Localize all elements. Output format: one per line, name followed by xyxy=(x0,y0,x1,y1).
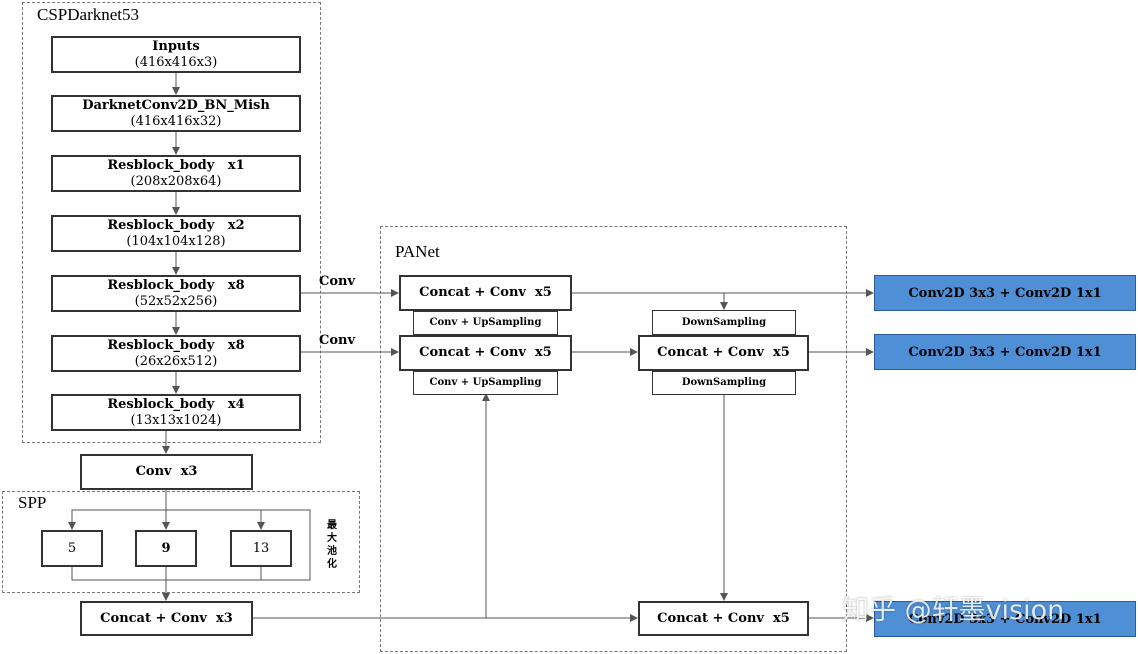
resblock-x1-label: Resblock_body x1 xyxy=(107,157,245,173)
conv-x3-block: Conv x3 xyxy=(80,454,253,490)
resblock-x4-shape: (13x13x1024) xyxy=(130,412,222,428)
panet-concat-mid-right: Concat + Conv x5 xyxy=(638,335,809,371)
resblock-x8-b-label: Resblock_body x8 xyxy=(107,337,245,353)
downsampling-top-label: DownSampling xyxy=(681,316,767,328)
panet-concat-top-label: Concat + Conv x5 xyxy=(419,285,552,300)
spp-group xyxy=(2,491,360,593)
zhihu-watermark: 知乎 @轩墨vision xyxy=(842,595,1065,626)
resblock-x8-a-block: Resblock_body x8 (52x52x256) xyxy=(51,275,301,312)
downsampling-bottom-label: DownSampling xyxy=(681,377,767,388)
spp-concat-block: Concat + Conv x3 xyxy=(80,601,253,636)
inputs-block: Inputs (416x416x3) xyxy=(51,36,301,73)
upsampling-bottom-block: Conv + UpSampling xyxy=(413,371,558,395)
maxpool-13-label: 13 xyxy=(252,540,270,556)
inputs-label: Inputs xyxy=(152,38,200,54)
conv-edge-label-mid: Conv xyxy=(319,333,356,348)
maxpool-9-block: 9 xyxy=(135,530,197,567)
resblock-x8-b-shape: (26x26x512) xyxy=(134,353,218,369)
resblock-x2-label: Resblock_body x2 xyxy=(107,217,245,233)
maxpool-9-label: 9 xyxy=(161,540,171,556)
yolo-head-1: Conv2D 3x3 + Conv2D 1x1 xyxy=(874,275,1136,311)
darknetconv-block: DarknetConv2D_BN_Mish (416x416x32) xyxy=(51,95,301,132)
upsampling-top-block: Conv + UpSampling xyxy=(413,311,558,335)
resblock-x2-shape: (104x104x128) xyxy=(126,233,226,249)
max-pooling-side-label: 最 大 池 化 xyxy=(325,519,339,571)
darknetconv-label: DarknetConv2D_BN_Mish xyxy=(82,97,270,113)
downsampling-bottom-block: DownSampling xyxy=(652,371,796,395)
panet-concat-top: Concat + Conv x5 xyxy=(399,275,572,311)
upsampling-top-label: Conv + UpSampling xyxy=(429,317,542,328)
panet-concat-mid-label: Concat + Conv x5 xyxy=(419,345,552,360)
maxpool-5-block: 5 xyxy=(41,530,103,567)
resblock-x8-b-block: Resblock_body x8 (26x26x512) xyxy=(51,335,301,372)
max-pooling-char-4: 化 xyxy=(327,559,337,570)
wire-spp-bypass xyxy=(261,509,311,581)
cspdarknet53-title: CSPDarknet53 xyxy=(37,5,139,24)
resblock-x2-block: Resblock_body x2 (104x104x128) xyxy=(51,215,301,252)
panet-concat-mid-right-label: Concat + Conv x5 xyxy=(657,345,790,360)
resblock-x8-a-label: Resblock_body x8 xyxy=(107,277,245,293)
yolo-head-2: Conv2D 3x3 + Conv2D 1x1 xyxy=(874,334,1136,370)
yolo-head-3: Conv2D 3x3 + Conv2D 1x1 xyxy=(874,601,1136,637)
conv-x3-label: Conv x3 xyxy=(135,464,198,479)
spp-title: SPP xyxy=(18,493,47,512)
resblock-x1-shape: (208x208x64) xyxy=(130,173,222,189)
panet-concat-bottom-label: Concat + Conv x5 xyxy=(657,610,790,626)
downsampling-top-block: DownSampling xyxy=(652,310,796,335)
maxpool-5-label: 5 xyxy=(67,540,77,556)
resblock-x8-a-shape: (52x52x256) xyxy=(134,293,218,309)
resblock-x4-block: Resblock_body x4 (13x13x1024) xyxy=(51,394,301,431)
panet-group xyxy=(380,226,847,652)
conv-edge-label-top: Conv xyxy=(319,274,356,289)
max-pooling-char-2: 大 xyxy=(327,533,337,544)
panet-concat-bottom: Concat + Conv x5 xyxy=(638,601,809,636)
max-pooling-char-1: 最 xyxy=(327,520,337,531)
maxpool-13-block: 13 xyxy=(230,530,292,567)
darknetconv-shape: (416x416x32) xyxy=(130,113,222,129)
panet-concat-mid: Concat + Conv x5 xyxy=(399,335,572,371)
resblock-x1-block: Resblock_body x1 (208x208x64) xyxy=(51,155,301,192)
panet-title: PANet xyxy=(395,242,440,261)
spp-concat-label: Concat + Conv x3 xyxy=(100,610,233,626)
max-pooling-char-3: 池 xyxy=(327,546,337,557)
resblock-x4-label: Resblock_body x4 xyxy=(107,396,245,412)
upsampling-bottom-label: Conv + UpSampling xyxy=(429,377,542,388)
cspdarknet53-group xyxy=(22,2,321,443)
inputs-shape: (416x416x3) xyxy=(134,54,218,70)
